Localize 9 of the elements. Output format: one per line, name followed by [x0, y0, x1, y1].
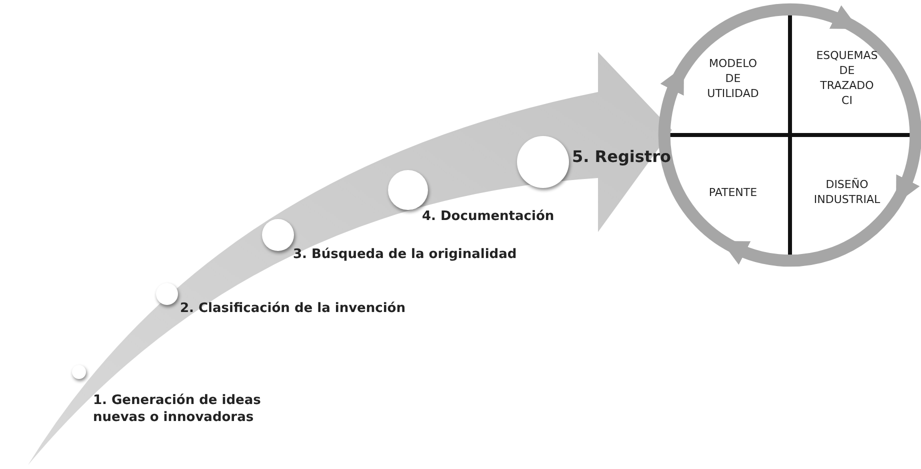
step-label: 4. Documentación — [422, 208, 554, 225]
step-label: 3. Búsqueda de la originalidad — [293, 246, 517, 263]
quadrant-label: DISEÑO INDUSTRIAL — [792, 137, 902, 247]
step-label: 1. Generación de ideas nuevas o innovadoras — [93, 392, 262, 426]
step-label: 2. Clasificación de la invención — [180, 300, 406, 317]
quadrant-label: ESQUEMAS DE TRAZADO CI — [792, 23, 902, 133]
quadrant-label: MODELO DE UTILIDAD — [678, 23, 788, 133]
step-label: 5. Registro — [572, 148, 671, 165]
quadrant-label: PATENTE — [678, 137, 788, 247]
